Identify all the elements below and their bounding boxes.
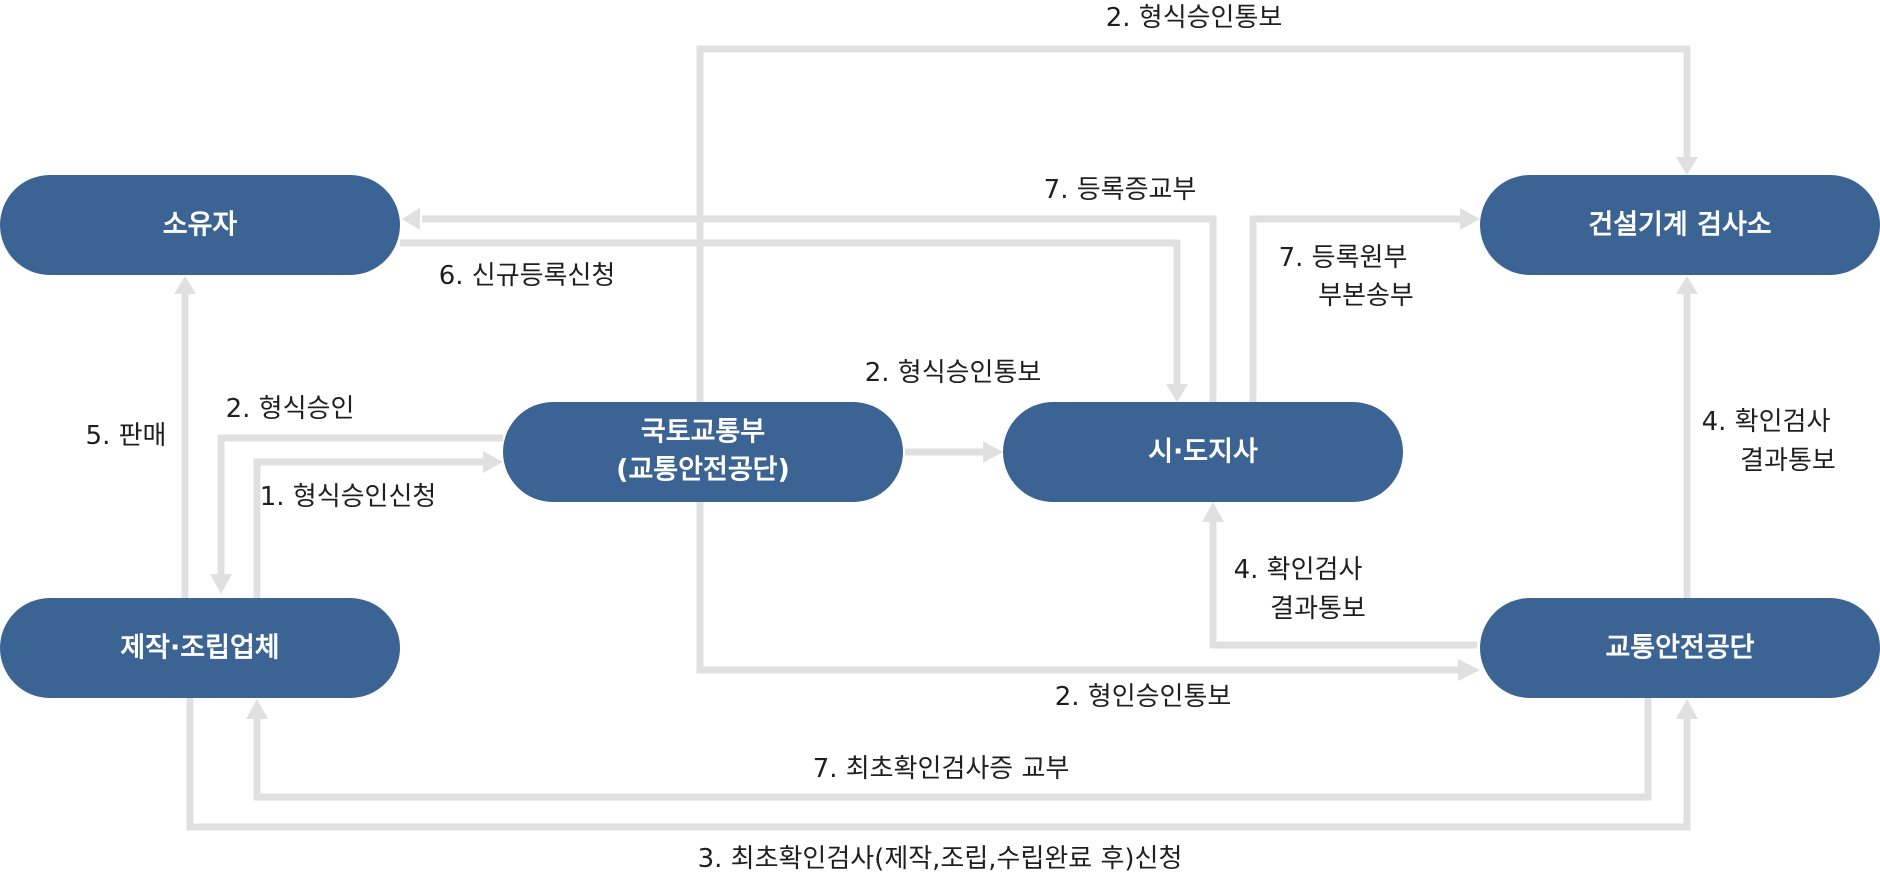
label-type-approval: 2. 형식승인 <box>226 394 355 424</box>
arrow-ministry-to-manufacturer <box>217 434 503 576</box>
node-manufacturer: 제작·조립업체 <box>0 598 400 698</box>
node-city-governor-label: 시·도지사 <box>1148 437 1258 468</box>
arrow-ministry-to-inspection-center <box>696 45 1691 402</box>
node-ministry-label-line2: (교통안전공단) <box>616 455 790 486</box>
arrow-manufacturer-to-safety <box>186 698 1691 831</box>
label-registration-cert-issue: 7. 등록증교부 <box>1044 175 1197 205</box>
label-registry-copy-line2: 부본송부 <box>1318 281 1414 311</box>
arrowhead-city-top <box>1166 384 1188 402</box>
node-inspection-center: 건설기계 검사소 <box>1480 175 1880 275</box>
label-check-result-center-line2: 결과통보 <box>1270 594 1366 624</box>
arrow-safety-to-manufacturer <box>253 698 1652 801</box>
label-type-approval-notice-top: 2. 형식승인통보 <box>1106 3 1283 33</box>
node-safety-authority-label: 교통안전공단 <box>1605 633 1754 664</box>
node-ministry: 국토교통부 (교통안전공단) <box>503 402 903 502</box>
arrow-city-to-inspection-center <box>1249 215 1462 402</box>
arrowhead-city-left <box>983 441 1003 463</box>
flow-arrows <box>174 45 1698 831</box>
arrowhead-city-bottom <box>1202 502 1224 522</box>
label-sale: 5. 판매 <box>86 421 167 451</box>
label-new-registration-request: 6. 신규등록신청 <box>439 261 616 291</box>
node-inspection-center-label: 건설기계 검사소 <box>1588 210 1771 241</box>
label-type-approval-notice-bottom: 2. 형인승인통보 <box>1055 682 1232 712</box>
node-owner-label: 소유자 <box>163 210 238 241</box>
arrowhead-manufacturer-top <box>210 574 232 594</box>
arrowhead-owner-bottom <box>174 276 196 294</box>
node-city-governor: 시·도지사 <box>1003 402 1403 502</box>
label-registry-copy-line1: 7. 등록원부 <box>1279 243 1408 273</box>
label-type-approval-request: 1. 형식승인신청 <box>260 482 437 512</box>
arrowhead-inspection-center-top <box>1676 157 1698 175</box>
arrowhead-owner <box>402 208 420 230</box>
arrowhead-safety-bottom <box>1676 699 1698 719</box>
label-first-check-request: 3. 최초확인검사(제작,조립,수립완료 후)신청 <box>698 844 1183 874</box>
node-manufacturer-label: 제작·조립업체 <box>120 633 279 664</box>
arrow-manufacturer-to-ministry <box>253 458 485 598</box>
arrowhead-manufacturer-bottom <box>246 699 268 719</box>
label-check-result-right-line2: 결과통보 <box>1740 446 1836 476</box>
arrowhead-ministry-left <box>483 451 503 473</box>
label-check-result-right-line1: 4. 확인검사 <box>1702 407 1831 437</box>
node-safety-authority: 교통안전공단 <box>1480 598 1880 698</box>
label-first-check-cert-issue: 7. 최초확인검사증 교부 <box>813 754 1070 784</box>
node-ministry-label-line1: 국토교통부 <box>641 417 765 448</box>
arrow-owner-to-city <box>400 239 1181 386</box>
arrowhead-inspection-center-left <box>1460 208 1480 230</box>
arrow-safety-to-city <box>1209 520 1477 649</box>
label-type-approval-notice-mid: 2. 형식승인통보 <box>865 358 1042 388</box>
arrow-city-to-owner <box>422 215 1217 402</box>
arrowhead-inspection-center-bottom <box>1676 276 1698 294</box>
label-check-result-center-line1: 4. 확인검사 <box>1234 555 1363 585</box>
node-owner: 소유자 <box>0 175 400 275</box>
arrow-ministry-to-safety <box>696 502 1460 674</box>
edge-labels: 2. 형식승인통보 7. 등록증교부 6. 신규등록신청 7. 등록원부 부본송… <box>86 3 1836 874</box>
arrowhead-safety-left <box>1458 659 1480 681</box>
